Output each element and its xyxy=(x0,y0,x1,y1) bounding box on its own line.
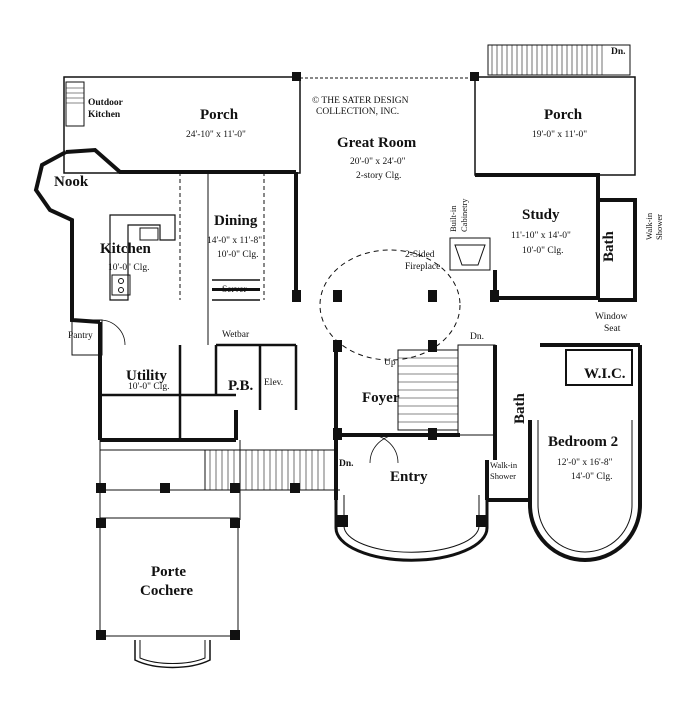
stair-down-label-entry: Dn. xyxy=(339,459,354,469)
outdoor-kitchen-label-1: Outdoor xyxy=(88,98,123,108)
copyright-line-1: © THE SATER DESIGN xyxy=(312,96,409,106)
kitchen-label: Kitchen xyxy=(100,241,151,257)
stair-down-label-top: Dn. xyxy=(611,47,626,57)
study-ceiling: 10'-0" Clg. xyxy=(522,246,564,256)
cabinetry-label: Cabinetry xyxy=(459,198,469,232)
study-label: Study xyxy=(522,207,560,223)
utility-ceiling: 10'-0" Clg. xyxy=(128,382,170,392)
outdoor-kitchen-label-2: Kitchen xyxy=(88,110,121,120)
walk-in-shower-bottom-label-2: Shower xyxy=(490,471,516,481)
dining-dims: 14'-0" x 11'-8" xyxy=(207,236,263,246)
porch-left-label: Porch xyxy=(200,107,239,123)
porte-cochere-label-1: Porte xyxy=(151,564,186,580)
walk-in-shower-top-label-2: Shower xyxy=(654,214,664,240)
great-room-dims: 20'-0" x 24'-0" xyxy=(350,157,406,167)
wetbar-label: Wetbar xyxy=(222,330,250,340)
fireplace-label-2: Fireplace xyxy=(405,262,441,272)
built-in-label: Built-in xyxy=(448,205,458,232)
fireplace-label-1: 2-Sided xyxy=(405,250,435,260)
bath2-label: Bath xyxy=(512,393,528,424)
wic-label: W.I.C. xyxy=(584,366,626,382)
great-room-ceiling: 2-story Clg. xyxy=(356,171,402,181)
pb-label: P.B. xyxy=(228,378,254,394)
window-seat-label-2: Seat xyxy=(604,324,621,334)
pantry-label: Pantry xyxy=(68,331,93,341)
kitchen-ceiling: 10'-0" Clg. xyxy=(108,263,150,273)
walk-in-shower-bottom-label-1: Walk-in xyxy=(490,460,518,470)
bedroom2-dims: 12'-0" x 16'-8" xyxy=(557,458,613,468)
window-seat-label-1: Window xyxy=(595,312,628,322)
elev-label: Elev. xyxy=(264,378,284,388)
bedroom2-label: Bedroom 2 xyxy=(548,434,619,450)
stair-down-label-mid: Dn. xyxy=(470,332,484,342)
entry-label: Entry xyxy=(390,469,428,485)
nook-label: Nook xyxy=(54,174,89,190)
porch-right-dims: 19'-0" x 11'-0" xyxy=(532,130,588,140)
copyright-line-2: COLLECTION, INC. xyxy=(316,107,400,117)
foyer-label: Foyer xyxy=(362,390,400,406)
porch-left-dims: 24'-10" x 11'-0" xyxy=(186,130,246,140)
dining-ceiling: 10'-0" Clg. xyxy=(217,250,259,260)
great-room-label: Great Room xyxy=(337,135,417,151)
utility-label: Utility xyxy=(126,368,167,384)
porte-cochere-label-2: Cochere xyxy=(140,583,194,599)
bedroom2-ceiling: 14'-0" Clg. xyxy=(571,472,613,482)
study-dims: 11'-10" x 14'-0" xyxy=(511,231,571,241)
study-bath-label: Bath xyxy=(601,231,617,262)
porch-right-label: Porch xyxy=(544,107,583,123)
dining-label: Dining xyxy=(214,213,258,229)
server-label: Server xyxy=(222,285,247,295)
walk-in-shower-top-label-1: Walk-in xyxy=(644,212,654,240)
up-label: Up xyxy=(384,358,396,368)
